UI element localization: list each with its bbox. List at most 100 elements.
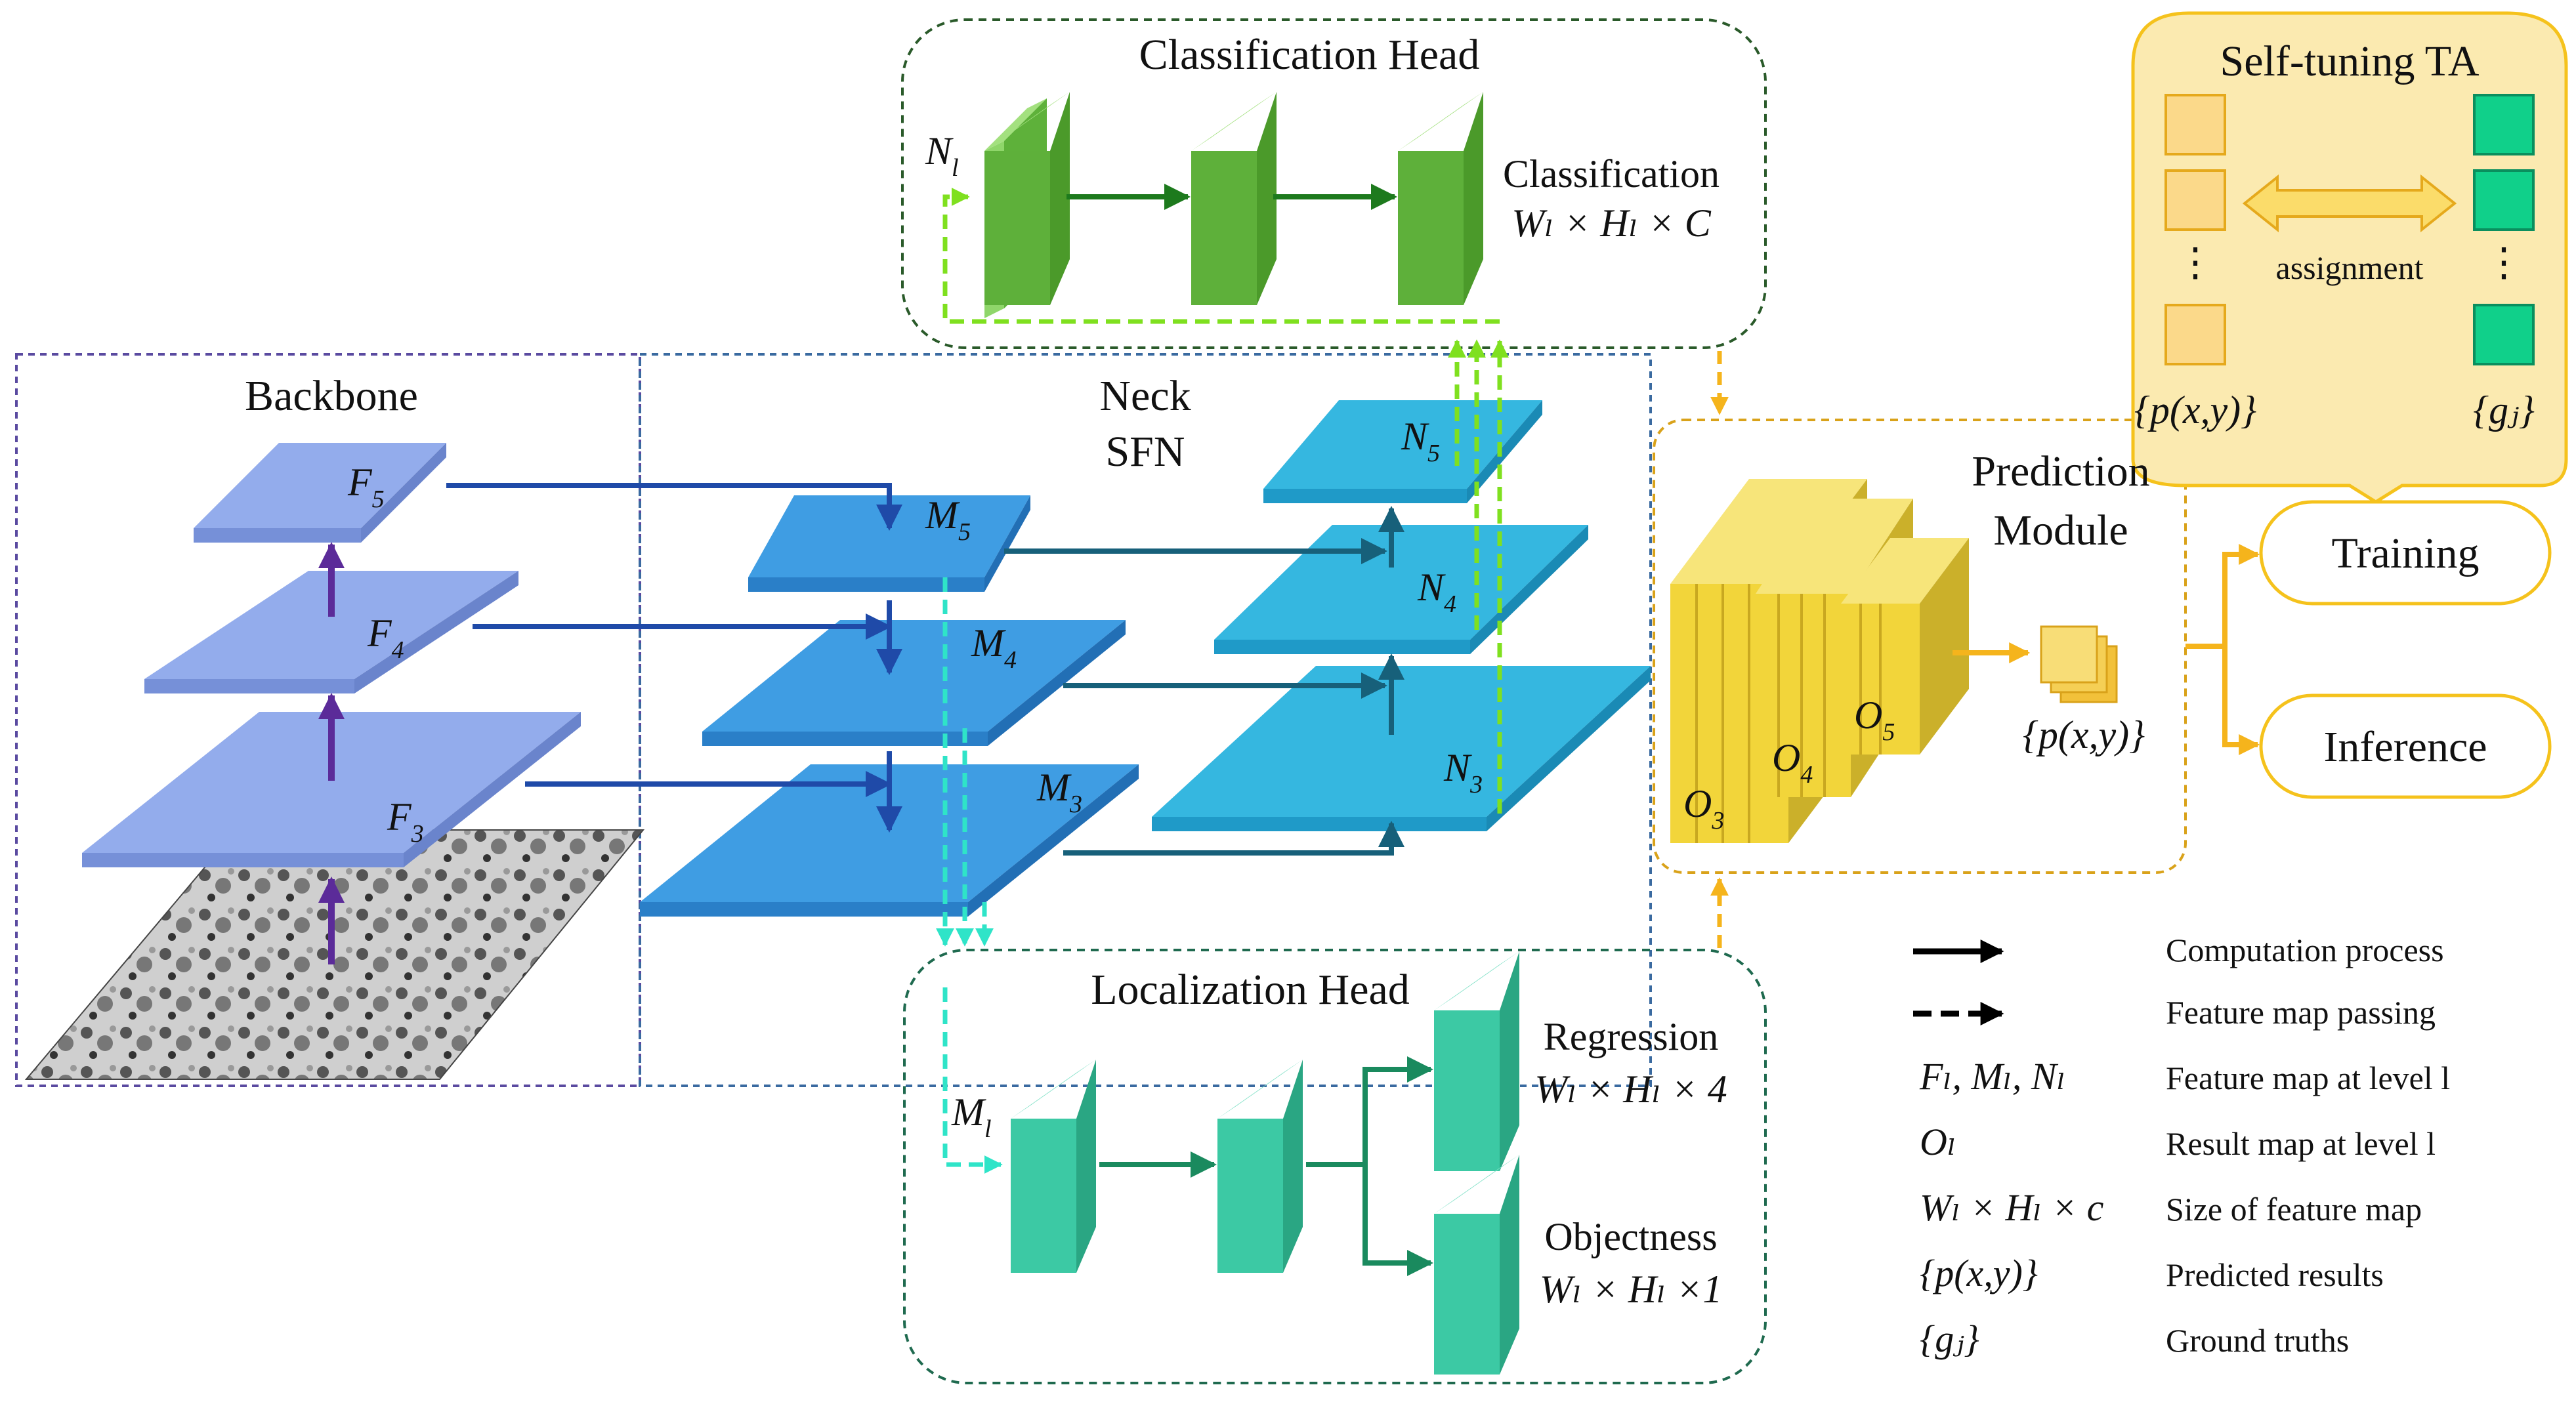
neck-title: Neck	[1099, 372, 1191, 420]
arrow-loc-2-objectness	[1362, 1165, 1433, 1276]
neck-plane-n5	[1263, 400, 1542, 503]
label-loc-input: Ml	[951, 1090, 992, 1143]
svg-text:Nl: Nl	[925, 129, 959, 182]
svg-text:F3: F3	[387, 795, 424, 848]
svg-text:O4: O4	[1772, 736, 1813, 789]
self-tuning-title: Self-tuning TA	[2220, 37, 2480, 85]
classification-head-frame	[901, 18, 1767, 349]
classification-head-title: Classification Head	[1139, 31, 1480, 79]
self-tuning-panel	[2131, 11, 2568, 504]
cls-block-3	[1398, 92, 1483, 305]
legend-symbol-3: Fₗ, Mₗ, Nₗ	[1919, 1055, 2066, 1098]
svg-text:M4: M4	[971, 621, 1017, 674]
objectness-size: Wₗ × Hₗ ×1	[1540, 1268, 1722, 1311]
svg-text:N4: N4	[1417, 566, 1456, 618]
cls-output-size: Wₗ × Hₗ × C	[1511, 201, 1711, 245]
legend-symbol-6: {p(x,y)}	[1920, 1252, 2038, 1294]
svg-text:N5: N5	[1401, 415, 1440, 467]
prediction-block-o5	[1841, 538, 1969, 755]
svg-text:O3: O3	[1683, 782, 1724, 835]
neck-plane-m3	[640, 764, 1139, 917]
neck-plane-m4	[702, 620, 1126, 746]
inference-pill	[2259, 693, 2552, 799]
dashed-n-to-classification	[942, 188, 1509, 814]
backbone-frame	[15, 353, 641, 1087]
svg-text:N3: N3	[1443, 746, 1483, 798]
arrow-m3-to-n3	[1063, 821, 1404, 856]
cls-block-2	[1191, 92, 1277, 305]
label-o3: O3	[1683, 782, 1724, 835]
label-o5: O5	[1854, 693, 1895, 746]
legend-text-4: Result map at level l	[2166, 1125, 2436, 1162]
loc-block-regression	[1434, 951, 1519, 1171]
prediction-module-title-2: Module	[1993, 507, 2128, 554]
cls-block-1	[984, 98, 1050, 318]
prediction-module-title-1: Prediction	[1972, 447, 2149, 495]
result-stack-icon	[2040, 625, 2118, 703]
self-tuning-left-column	[2164, 94, 2226, 365]
neck-plane-n3	[1152, 666, 1651, 831]
inference-label: Inference	[2323, 723, 2487, 771]
legend-text-2: Feature map passing	[2166, 994, 2436, 1031]
legend-symbol-5: Wₗ × Hₗ × c	[1920, 1186, 2104, 1229]
objectness-title: Objectness	[1544, 1215, 1717, 1258]
backbone-title: Backbone	[245, 372, 418, 420]
label-f5: F5	[347, 461, 385, 513]
legend-text-5: Size of feature map	[2166, 1191, 2422, 1228]
backbone-plane-f3	[82, 712, 581, 867]
svg-text:Ml: Ml	[951, 1090, 992, 1143]
assignment-double-arrow	[2242, 174, 2457, 233]
backbone-plane-f5	[194, 443, 446, 543]
label-n5: N5	[1401, 415, 1440, 467]
label-m3: M3	[1036, 766, 1082, 818]
arrow-to-inference	[2222, 646, 2260, 755]
regression-title: Regression	[1544, 1015, 1719, 1058]
label-f3: F3	[387, 795, 424, 848]
left-column-dots: ⋮	[2176, 241, 2215, 284]
legend-text-1: Computation process	[2166, 932, 2444, 968]
label-m4: M4	[971, 621, 1017, 674]
svg-text:M3: M3	[1036, 766, 1082, 818]
legend-text-7: Ground truths	[2166, 1322, 2349, 1359]
legend-text-3: Feature map at level l	[2166, 1060, 2450, 1096]
legend-symbol-7: {gⱼ}	[1920, 1317, 1979, 1360]
training-label: Training	[2332, 529, 2480, 577]
neck-plane-m5	[748, 495, 1030, 592]
arrow-f5-to-m5	[446, 483, 902, 531]
prediction-module-frame	[1653, 419, 2187, 874]
self-tuning-left-set: {p(x,y)}	[2134, 388, 2256, 432]
label-f4: F4	[367, 611, 404, 664]
self-tuning-right-column	[2473, 94, 2535, 365]
loc-block-objectness	[1434, 1155, 1519, 1375]
neck-plane-n4	[1214, 525, 1588, 654]
neck-subtitle: SFN	[1105, 428, 1185, 476]
svg-text:F4: F4	[367, 611, 404, 664]
arrow-to-outputs	[2185, 544, 2260, 649]
localization-head-title: Localization Head	[1091, 966, 1410, 1014]
self-tuning-right-set: {gⱼ}	[2473, 388, 2535, 432]
backbone-plane-f4	[144, 571, 518, 693]
legend-symbol-4: Oₗ	[1920, 1121, 1956, 1163]
legend-text-6: Predicted results	[2166, 1256, 2384, 1293]
svg-text:O5: O5	[1854, 693, 1895, 746]
prediction-result-set: {p(x,y)}	[2023, 713, 2145, 756]
training-pill	[2259, 500, 2552, 606]
loc-block-1	[1011, 1060, 1096, 1273]
label-n3: N3	[1443, 746, 1483, 798]
dashed-m-to-localization	[936, 577, 1003, 1174]
loc-block-2	[1217, 1060, 1303, 1273]
assignment-label: assignment	[2276, 249, 2424, 286]
regression-size: Wₗ × Hₗ × 4	[1534, 1067, 1727, 1111]
label-o4: O4	[1772, 736, 1813, 789]
neck-frame	[639, 353, 1652, 1087]
svg-text:M5: M5	[925, 493, 971, 546]
label-n4: N4	[1417, 566, 1456, 618]
cls-output-title: Classification	[1503, 152, 1720, 196]
arrow-loc-2-split	[1306, 1056, 1433, 1167]
svg-text:F5: F5	[347, 461, 385, 513]
right-column-dots: ⋮	[2484, 241, 2523, 284]
label-m5: M5	[925, 493, 971, 546]
cls-block-1-side	[984, 92, 1070, 305]
